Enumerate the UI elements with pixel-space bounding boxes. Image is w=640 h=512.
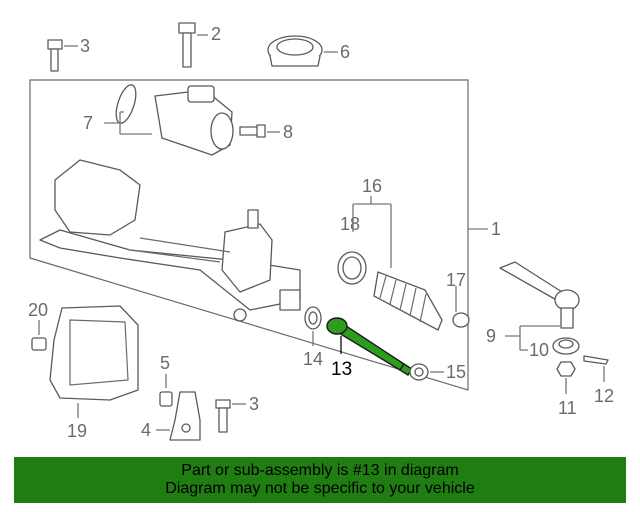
label-19[interactable]: 19 <box>67 421 87 441</box>
assembly-outline <box>29 79 469 391</box>
part-9-tie-rod-end[interactable] <box>499 261 580 329</box>
part-3-bolt-lower[interactable] <box>215 399 231 433</box>
part-12-cotter-pin[interactable] <box>583 355 609 382</box>
part-7-motor[interactable] <box>112 83 234 156</box>
info-banner: Part or sub-assembly is #13 in diagram D… <box>14 457 626 503</box>
part-8-bolt[interactable] <box>239 124 266 138</box>
label-2[interactable]: 2 <box>211 24 221 44</box>
leader-7 <box>104 111 152 135</box>
label-6[interactable]: 6 <box>340 42 350 62</box>
parts-diagram: 3 2 6 7 8 16 <box>28 22 614 441</box>
part-15-nut[interactable] <box>409 363 429 381</box>
label-4[interactable]: 4 <box>141 420 151 440</box>
label-16[interactable]: 16 <box>362 176 382 196</box>
banner-line-1: Part or sub-assembly is #13 in diagram <box>181 462 459 479</box>
label-11[interactable]: 11 <box>558 398 577 418</box>
part-20-nut[interactable] <box>31 320 47 351</box>
leader-9 <box>505 325 560 351</box>
label-1[interactable]: 1 <box>491 219 501 239</box>
label-3-lower[interactable]: 3 <box>249 394 259 414</box>
label-17[interactable]: 17 <box>446 270 466 290</box>
label-3-top[interactable]: 3 <box>80 36 90 56</box>
label-8[interactable]: 8 <box>283 122 293 142</box>
part-14-ring[interactable] <box>304 306 322 330</box>
part-18-clamp[interactable] <box>337 251 367 285</box>
label-9[interactable]: 9 <box>486 326 496 346</box>
part-2-bolt[interactable] <box>178 22 196 68</box>
part-3-bolt-top[interactable] <box>47 39 63 72</box>
part-10-boot[interactable] <box>552 337 580 355</box>
part-5-bolt[interactable] <box>159 374 173 407</box>
part-6-cap[interactable] <box>267 35 323 67</box>
label-15[interactable]: 15 <box>446 362 466 382</box>
label-10[interactable]: 10 <box>529 340 549 360</box>
part-11-nut[interactable] <box>556 361 576 394</box>
label-20[interactable]: 20 <box>28 300 48 320</box>
steering-gear-housing[interactable] <box>39 159 301 322</box>
part-4-bracket[interactable] <box>169 391 201 441</box>
label-7[interactable]: 7 <box>83 113 93 133</box>
leader-16 <box>352 196 392 268</box>
label-14[interactable]: 14 <box>303 349 323 369</box>
part-19-heat-shield[interactable] <box>49 305 139 401</box>
part-13-tie-rod[interactable] <box>326 317 413 376</box>
part-17-clip[interactable] <box>452 286 470 328</box>
label-18[interactable]: 18 <box>340 214 360 234</box>
label-5[interactable]: 5 <box>160 353 170 373</box>
banner-line-2: Diagram may not be specific to your vehi… <box>165 480 475 497</box>
part-16-boot[interactable] <box>373 271 443 331</box>
label-13[interactable]: 13 <box>331 359 352 380</box>
label-12[interactable]: 12 <box>594 386 614 406</box>
